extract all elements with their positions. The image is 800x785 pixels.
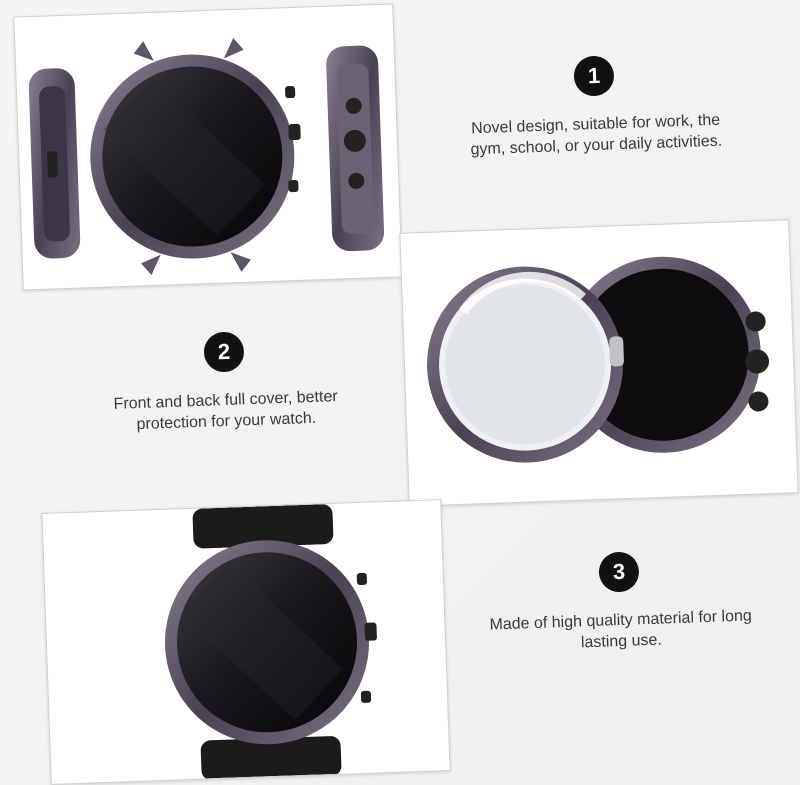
watch-strap — [192, 504, 342, 781]
feature-number-badge: 2 — [203, 331, 245, 373]
feature-3: 3 Made of high quality material for long… — [453, 546, 786, 657]
feature-number-badge: 1 — [573, 55, 615, 97]
watch-side-profile-right — [326, 45, 385, 252]
watch-with-black-glass — [564, 256, 770, 453]
watch-face — [165, 540, 377, 745]
case-covers-illustration — [427, 256, 770, 463]
transparent-case-cover — [427, 266, 624, 463]
watch-on-strap-illustration — [165, 504, 377, 781]
feature-number-badge: 3 — [598, 551, 640, 593]
watch-views-illustration — [28, 38, 385, 276]
feature-1: 1 Novel design, suitable for work, the g… — [428, 50, 761, 161]
watch-front-view — [90, 38, 301, 276]
photo-watch-views — [13, 3, 403, 291]
watch-side-profile-left — [28, 68, 81, 259]
photo-watch-on-strap — [41, 499, 451, 785]
feature-2: 2 Front and back full cover, better prot… — [58, 326, 391, 437]
photo-case-covers — [399, 219, 799, 507]
